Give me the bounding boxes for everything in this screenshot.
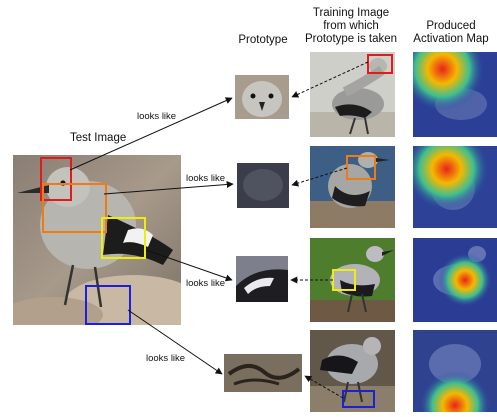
activation-map-2 <box>413 146 497 228</box>
looks-like-label-4: looks like <box>146 353 186 364</box>
training-header-line-3: Prototype is taken <box>304 33 398 45</box>
training-blue-box <box>342 390 375 408</box>
test-blue-box <box>85 285 131 325</box>
arrow-test-to-prototype-1 <box>69 97 233 171</box>
arrow-test-to-prototype-3 <box>145 249 233 282</box>
prototype-patch-2 <box>237 163 289 208</box>
arrow-training-to-prototype-2 <box>291 167 348 187</box>
arrow-test-to-prototype-2 <box>103 180 234 195</box>
looks-like-label-1: looks like <box>137 111 177 122</box>
looks-like-label-3: looks like <box>186 278 226 289</box>
activation-map-3 <box>413 238 497 322</box>
prototype-patch-1 <box>235 75 289 119</box>
activation-header-line-2: Activation Map <box>413 33 489 45</box>
training-header-line-2: from which <box>323 20 379 32</box>
training-image-4 <box>310 330 395 412</box>
training-red-box <box>367 54 393 74</box>
test-image-label: Test Image <box>70 132 127 144</box>
test-yellow-box <box>101 217 146 259</box>
prototype-patch-4 <box>224 354 302 392</box>
arrow-training-to-prototype-1 <box>291 61 369 98</box>
test-orange-box <box>42 183 107 233</box>
training-image-1 <box>310 52 395 137</box>
prototype-patch-3 <box>236 256 288 302</box>
activation-header-line-1: Produced <box>426 20 476 32</box>
training-orange-box <box>346 155 376 180</box>
training-header-line-1: Training Image <box>312 7 390 19</box>
activation-map-1 <box>413 52 497 137</box>
arrow-training-to-prototype-4 <box>304 375 344 399</box>
activation-map-4 <box>413 330 497 412</box>
activation-map-column-header: Produced Activation Map <box>405 20 497 46</box>
training-image-column-header: Training Image from which Prototype is t… <box>296 7 406 46</box>
arrow-test-to-prototype-4 <box>127 309 223 375</box>
prototype-column-header: Prototype <box>238 34 288 46</box>
looks-like-label-2: looks like <box>186 173 226 184</box>
training-image-2 <box>310 146 395 228</box>
test-red-box <box>40 157 72 201</box>
